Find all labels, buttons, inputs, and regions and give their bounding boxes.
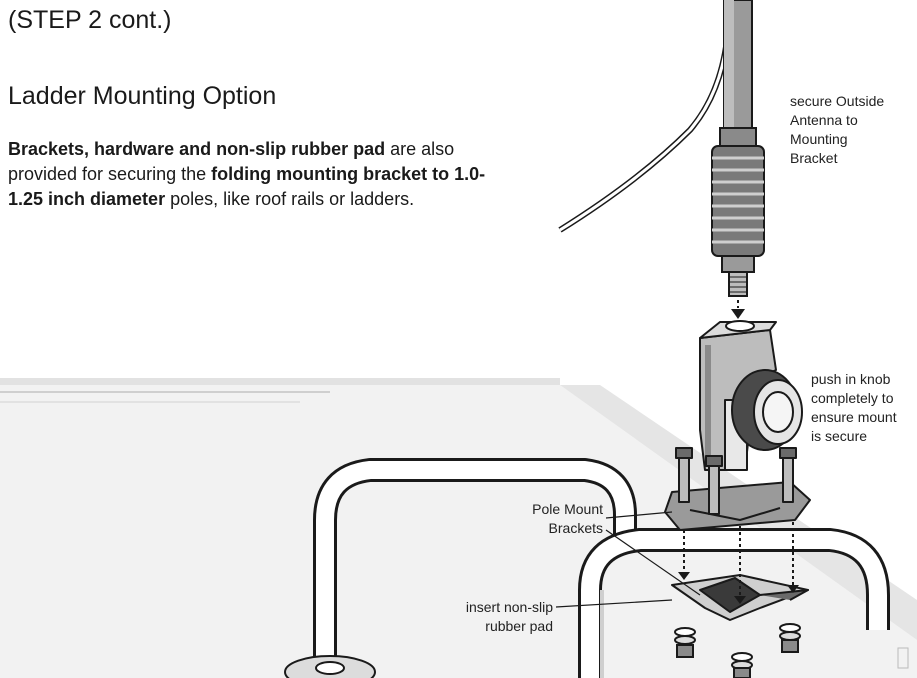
intro-bold-1: Brackets, hardware and non-slip rubber p…	[8, 139, 386, 159]
intro-text-1: are also provided for securing the	[8, 139, 455, 184]
antenna-mast	[719, 0, 757, 147]
callout-antenna-line: Mounting	[790, 131, 848, 147]
nuts-and-washers	[674, 623, 801, 678]
callout-pad-line: insert non-slip	[465, 599, 553, 615]
intro-paragraph: Brackets, hardware and non-slip rubber p…	[8, 137, 508, 212]
callout-knob-line: is secure	[811, 428, 868, 444]
callout-leader-lines	[555, 511, 701, 608]
section-title: Ladder Mounting Option	[8, 82, 277, 110]
callout-brackets-line: Pole Mount	[532, 501, 603, 517]
ladder-rail-left	[284, 458, 637, 678]
callout-knob-line: ensure mount	[811, 409, 897, 425]
upper-bracket-plate	[664, 447, 811, 531]
page-corner-mark	[897, 647, 909, 669]
callout-antenna-line: Antenna to	[790, 112, 858, 128]
callout-brackets-line: Brackets	[548, 520, 603, 536]
callout-pad-line: rubber pad	[485, 618, 553, 634]
intro-bold-2: folding mounting bracket to 1.0-1.25 inc…	[8, 164, 486, 209]
intro-text-2: poles, like roof rails or ladders.	[165, 189, 415, 209]
hardware-drop-lines	[683, 522, 794, 596]
callout-brackets: Pole Mount Brackets	[490, 500, 603, 538]
callout-knob: push in knob completely to ensure mount …	[811, 370, 897, 446]
callout-antenna-line: Bracket	[790, 150, 838, 166]
callout-antenna-line: secure Outside	[790, 93, 885, 109]
mount-knob	[731, 369, 803, 451]
antenna-spring	[711, 145, 765, 297]
callout-pad: insert non-slip rubber pad	[430, 598, 553, 636]
callout-antenna: secure Outside Antenna to Mounting Brack…	[790, 92, 884, 168]
antenna-cable	[558, 39, 730, 233]
antenna-insert-arrow	[731, 300, 745, 319]
step-continued-heading: (STEP 2 cont.)	[8, 6, 172, 34]
callout-knob-line: push in knob	[811, 371, 891, 387]
hardware-drop-arrows	[678, 572, 799, 604]
callout-knob-line: completely to	[811, 390, 894, 406]
